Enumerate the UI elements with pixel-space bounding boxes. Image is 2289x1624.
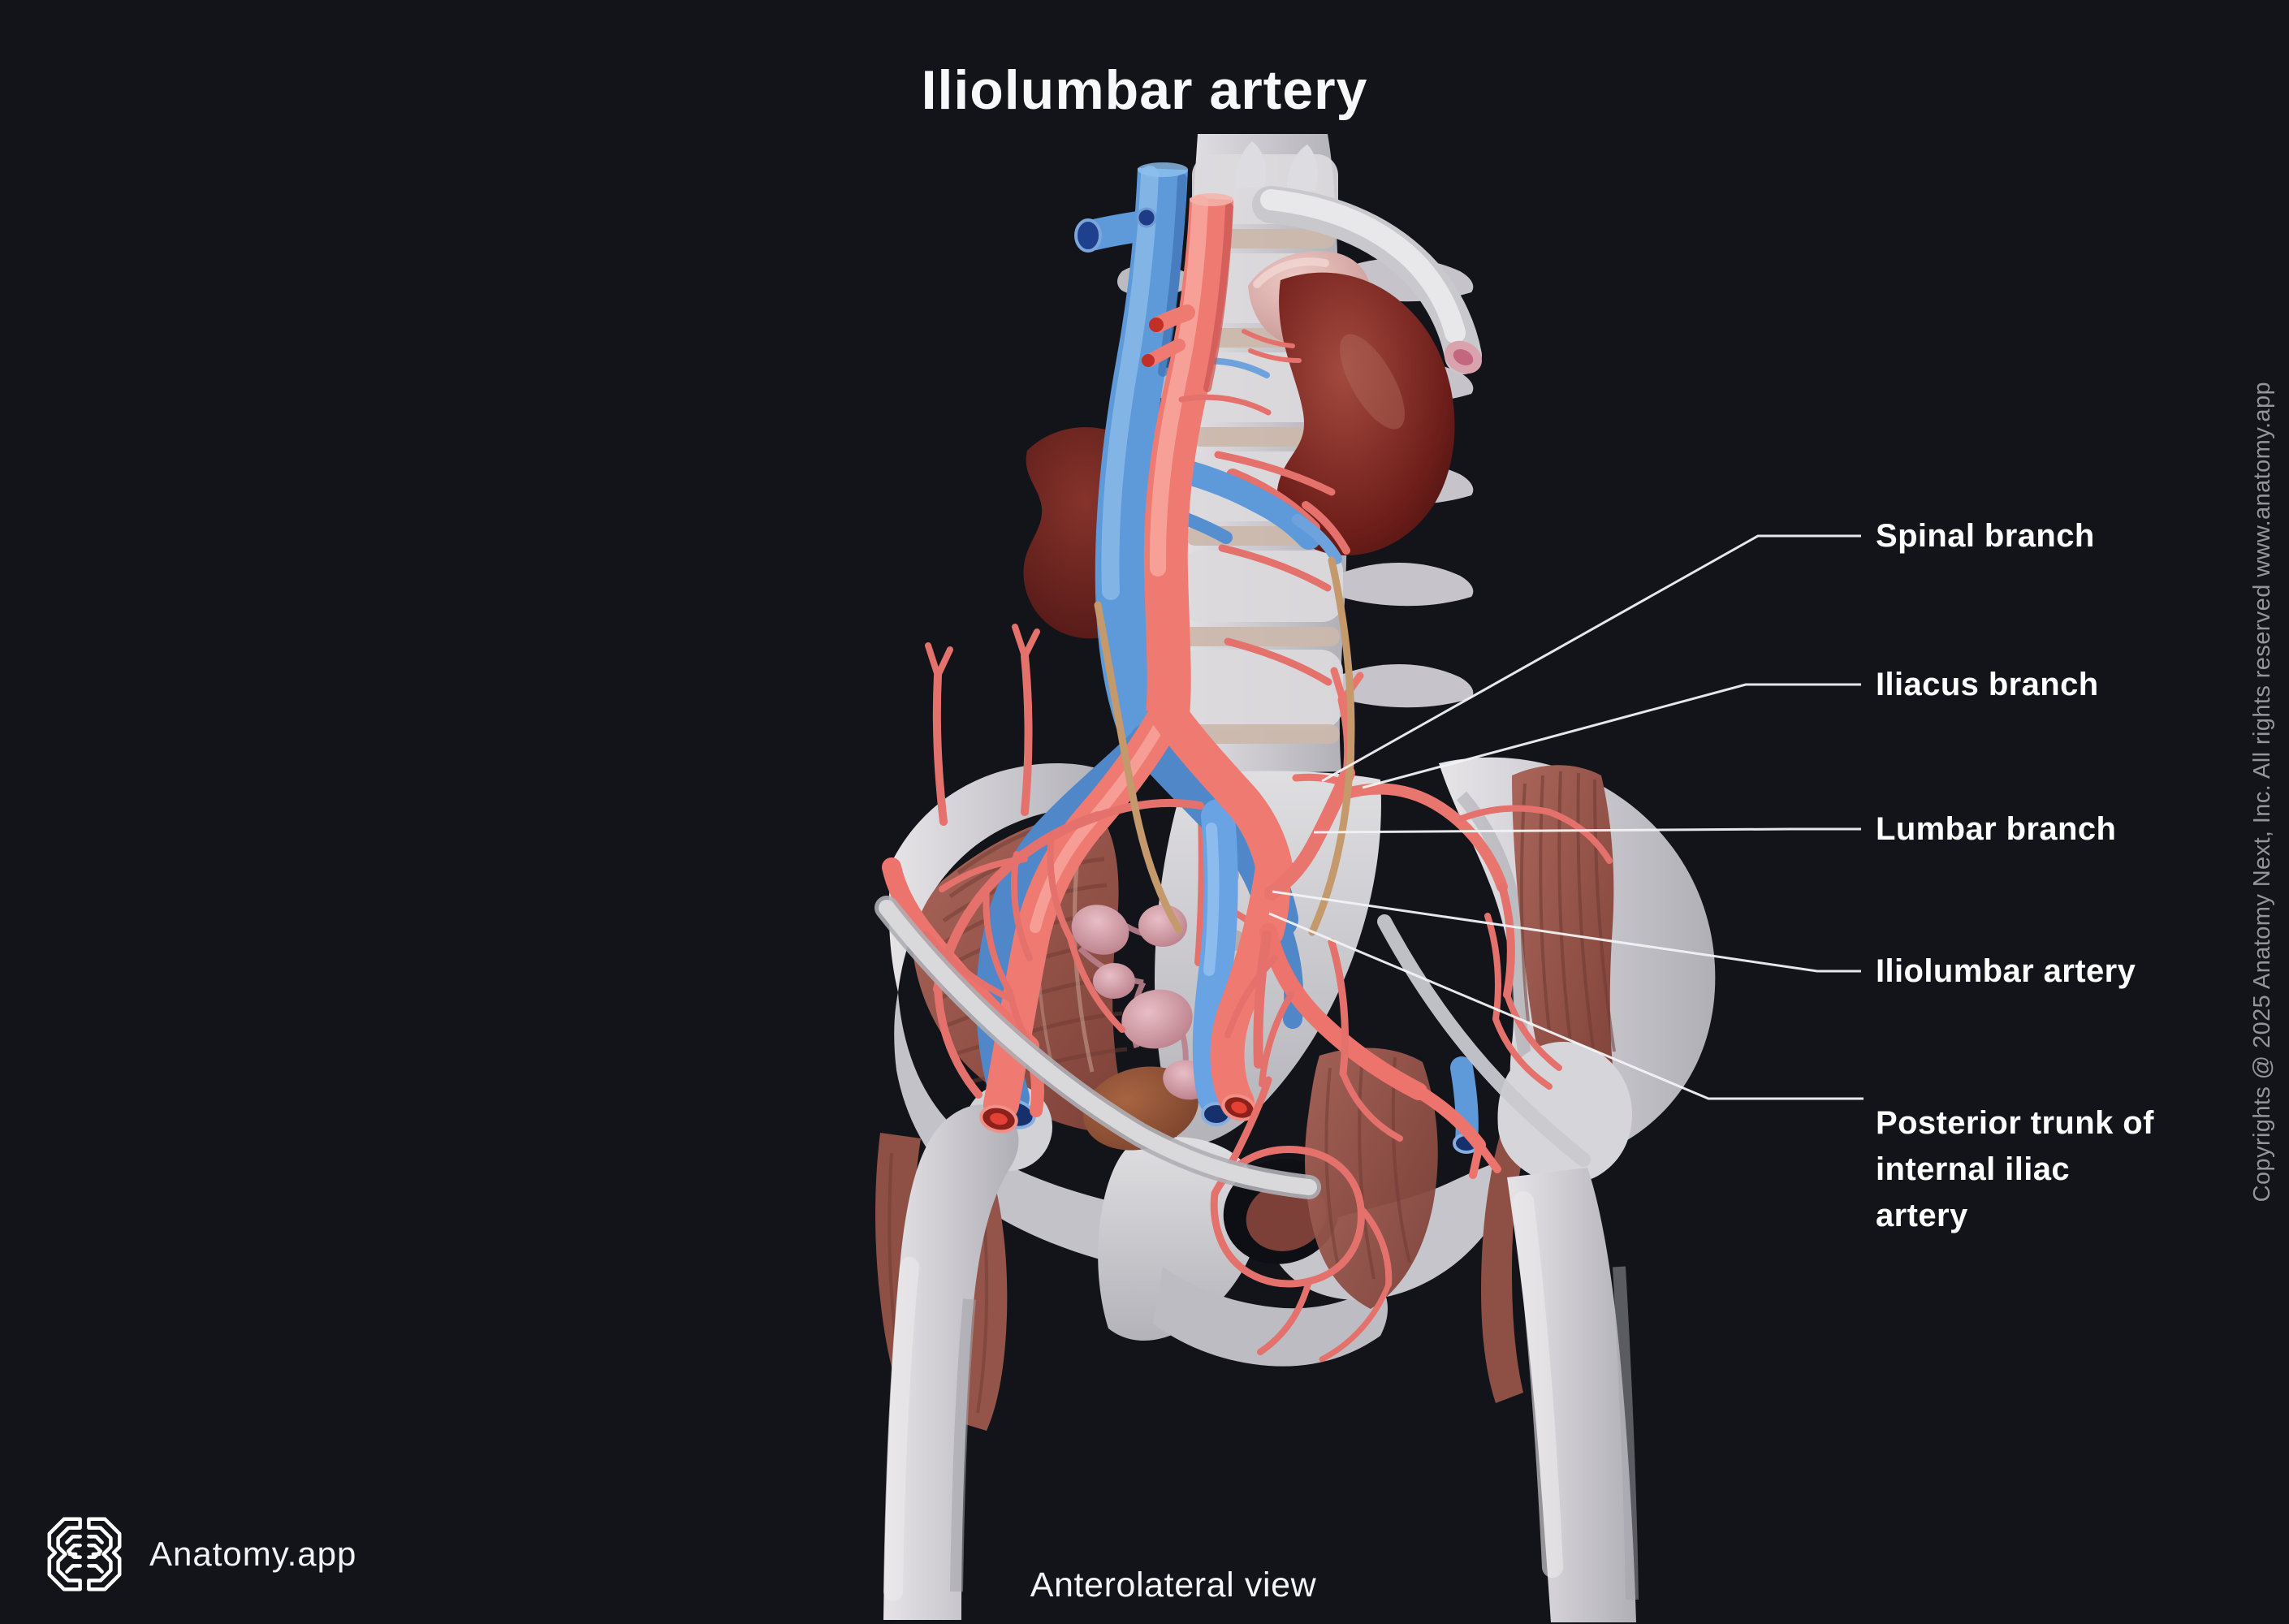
brand-name: Anatomy.app (149, 1535, 357, 1573)
copyright-text: Copyrights @ 2025 Anatomy Next, Inc. All… (2249, 382, 2275, 1203)
leader-line-lumbar-branch (1313, 827, 1861, 834)
annotation-label-spinal-branch: Spinal branch (1876, 518, 2095, 554)
brain-logo-icon (47, 1517, 122, 1592)
leader-line-iliacus-branch (1362, 683, 1861, 789)
rib (1252, 186, 1482, 374)
spinous-process (1236, 141, 1267, 188)
ureters (1094, 556, 1355, 936)
nerves (875, 896, 1591, 1199)
annotation-label-lumbar-branch: Lumbar branch (1876, 811, 2117, 847)
leader-line-iliolumbar-artery (1272, 890, 1861, 973)
brand: Anatomy.app (41, 1510, 356, 1598)
annotation-label-iliacus-branch: Iliacus branch (1876, 667, 2099, 702)
page-title: Iliolumbar artery (921, 59, 1368, 121)
annotation-label-posterior-trunk: Posterior trunk of internal iliac artery (1876, 1105, 2154, 1233)
view-label: Anterolateral view (1030, 1566, 1317, 1605)
artery-network (922, 624, 1613, 1363)
leader-line-spinal-branch (1321, 534, 1861, 783)
right-femur (1497, 1041, 1639, 1622)
leader-lines (1268, 534, 1864, 1100)
annotation-label-iliolumbar-artery: Iliolumbar artery (1876, 953, 2136, 989)
leader-line-posterior-trunk (1268, 912, 1864, 1100)
